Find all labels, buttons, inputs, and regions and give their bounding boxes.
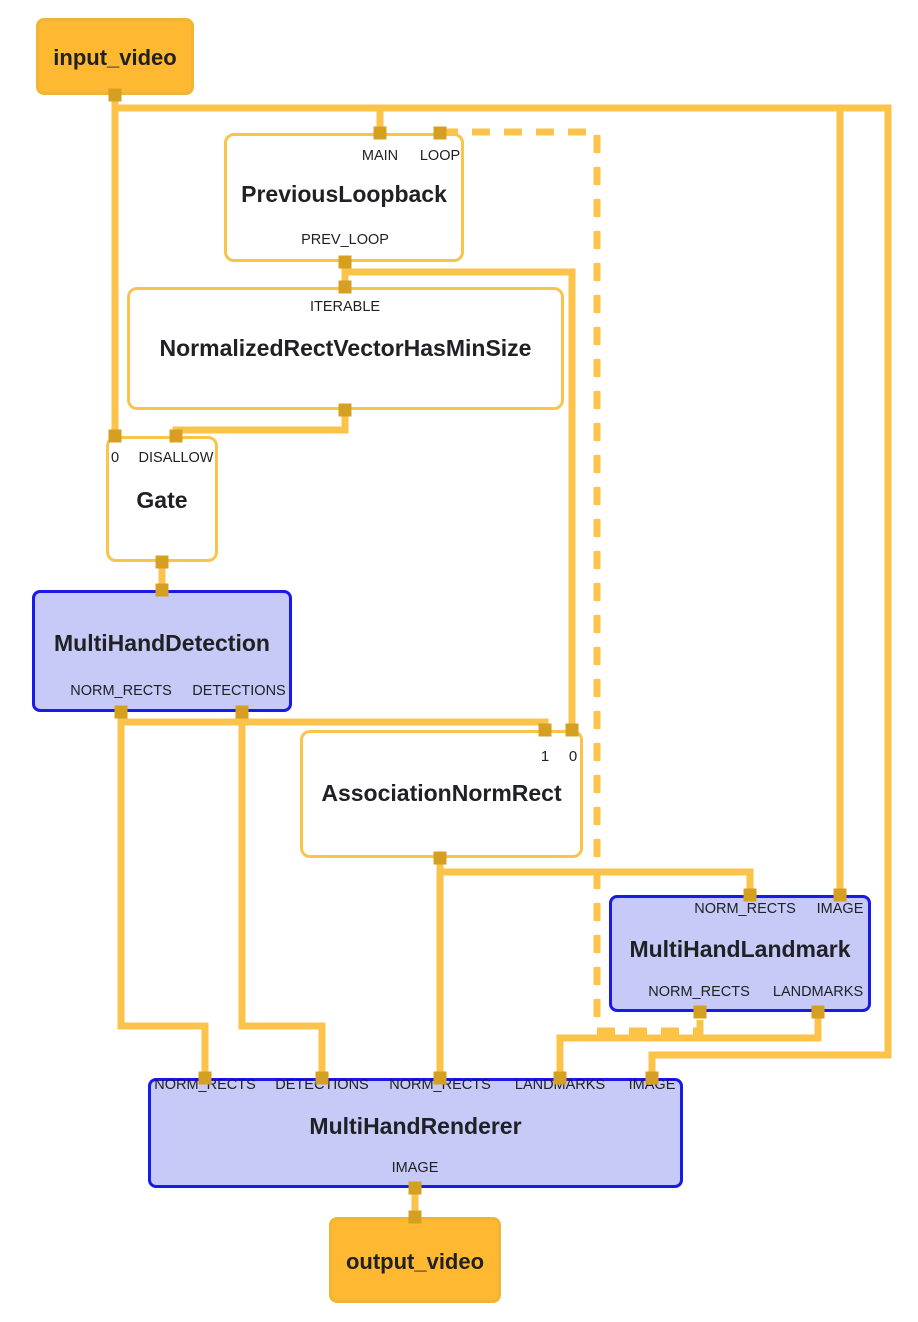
edge-detection-detections-down: [238, 712, 326, 1078]
edge-input-to-renderer-image: [648, 104, 892, 1078]
port-label-detection-norm-rects: NORM_RECTS: [70, 683, 172, 699]
port-label-landmark-out-landmarks: LANDMARKS: [772, 984, 864, 1000]
port-landmark-out-landmarks[interactable]: [811, 1005, 825, 1019]
port-previous-loopback-prev-loop[interactable]: [338, 255, 352, 269]
port-renderer-landmarks[interactable]: [553, 1071, 567, 1085]
port-landmark-in-image[interactable]: [833, 888, 847, 902]
port-previous-loopback-loop[interactable]: [433, 126, 447, 140]
port-label-previous-loopback-loop: LOOP: [419, 148, 461, 164]
port-label-gate-0: 0: [110, 450, 120, 466]
node-multi-hand-landmark[interactable]: MultiHandLandmark: [609, 895, 871, 1012]
node-previous-loopback-label: PreviousLoopback: [241, 181, 447, 207]
node-output-video-label: output_video: [345, 1249, 485, 1274]
node-multi-hand-landmark-label: MultiHandLandmark: [629, 936, 851, 962]
node-previous-loopback[interactable]: PreviousLoopback: [224, 133, 464, 262]
port-assoc-0[interactable]: [565, 723, 579, 737]
port-min-size-iterable[interactable]: [338, 280, 352, 294]
node-multi-hand-detection-label: MultiHandDetection: [54, 630, 270, 656]
node-association-norm-rect[interactable]: AssociationNormRect: [300, 730, 583, 858]
edge-minsize-to-gate: [172, 410, 349, 436]
node-input-video[interactable]: input_video: [36, 18, 194, 95]
port-gate-out[interactable]: [155, 555, 169, 569]
port-renderer-image-in[interactable]: [645, 1071, 659, 1085]
port-label-landmark-out-norm-rects: NORM_RECTS: [648, 984, 750, 1000]
port-label-renderer-detections: DETECTIONS: [275, 1077, 369, 1093]
port-label-min-size-iterable: ITERABLE: [309, 299, 381, 315]
edge-detection-normrects-to-renderer: [117, 712, 209, 1078]
port-label-landmark-in-norm-rects: NORM_RECTS: [694, 901, 796, 917]
port-label-renderer-landmarks: LANDMARKS: [514, 1077, 606, 1093]
port-landmark-in-norm-rects[interactable]: [743, 888, 757, 902]
edge-loopback-dashed: [440, 128, 704, 1035]
port-input-video-out[interactable]: [108, 88, 122, 102]
port-label-assoc-1: 1: [540, 748, 550, 765]
port-label-detection-detections: DETECTIONS: [192, 683, 286, 699]
edge-prevloop-to-assoc0: [345, 268, 576, 730]
port-landmark-out-norm-rects[interactable]: [693, 1005, 707, 1019]
port-assoc-out[interactable]: [433, 851, 447, 865]
node-input-video-label: input_video: [53, 45, 177, 70]
port-label-landmark-in-image: IMAGE: [816, 901, 864, 917]
port-label-renderer-image-in: IMAGE: [628, 1077, 676, 1093]
port-label-renderer-image-out: IMAGE: [391, 1160, 439, 1176]
port-label-renderer-norm-rects-1: NORM_RECTS: [154, 1077, 256, 1093]
port-output-video-in[interactable]: [408, 1210, 422, 1224]
edge-landmarks-to-renderer: [556, 1012, 822, 1078]
node-gate-label: Gate: [136, 487, 188, 513]
node-association-norm-rect-label: AssociationNormRect: [321, 780, 562, 806]
port-renderer-image-out[interactable]: [408, 1181, 422, 1195]
port-renderer-detections[interactable]: [315, 1071, 329, 1085]
edge-assoc-out-to-landmark: [440, 868, 754, 895]
port-label-previous-loopback-prev-loop: PREV_LOOP: [301, 232, 389, 248]
port-renderer-norm-rects-2[interactable]: [433, 1071, 447, 1085]
edge-detection-detections-to-assoc1: [121, 718, 549, 730]
port-label-assoc-0: 0: [568, 748, 578, 765]
port-label-renderer-norm-rects-2: NORM_RECTS: [389, 1077, 491, 1093]
port-detection-in[interactable]: [155, 583, 169, 597]
port-min-size-out[interactable]: [338, 403, 352, 417]
node-multi-hand-renderer-label: MultiHandRenderer: [309, 1113, 522, 1139]
port-gate-0[interactable]: [108, 429, 122, 443]
node-gate[interactable]: Gate: [106, 436, 218, 562]
port-label-gate-disallow: DISALLOW: [138, 450, 214, 466]
port-renderer-norm-rects-1[interactable]: [198, 1071, 212, 1085]
port-detection-detections[interactable]: [235, 705, 249, 719]
edge-input-to-main: [115, 104, 384, 133]
port-label-previous-loopback-main: MAIN: [361, 148, 399, 164]
node-normalized-rect-vector-has-min-size[interactable]: NormalizedRectVectorHasMinSize: [127, 287, 564, 410]
port-assoc-1[interactable]: [538, 723, 552, 737]
port-gate-disallow[interactable]: [169, 429, 183, 443]
port-previous-loopback-main[interactable]: [373, 126, 387, 140]
port-detection-norm-rects[interactable]: [114, 705, 128, 719]
node-normalized-rect-vector-has-min-size-label: NormalizedRectVectorHasMinSize: [159, 335, 532, 361]
node-output-video[interactable]: output_video: [329, 1217, 501, 1303]
